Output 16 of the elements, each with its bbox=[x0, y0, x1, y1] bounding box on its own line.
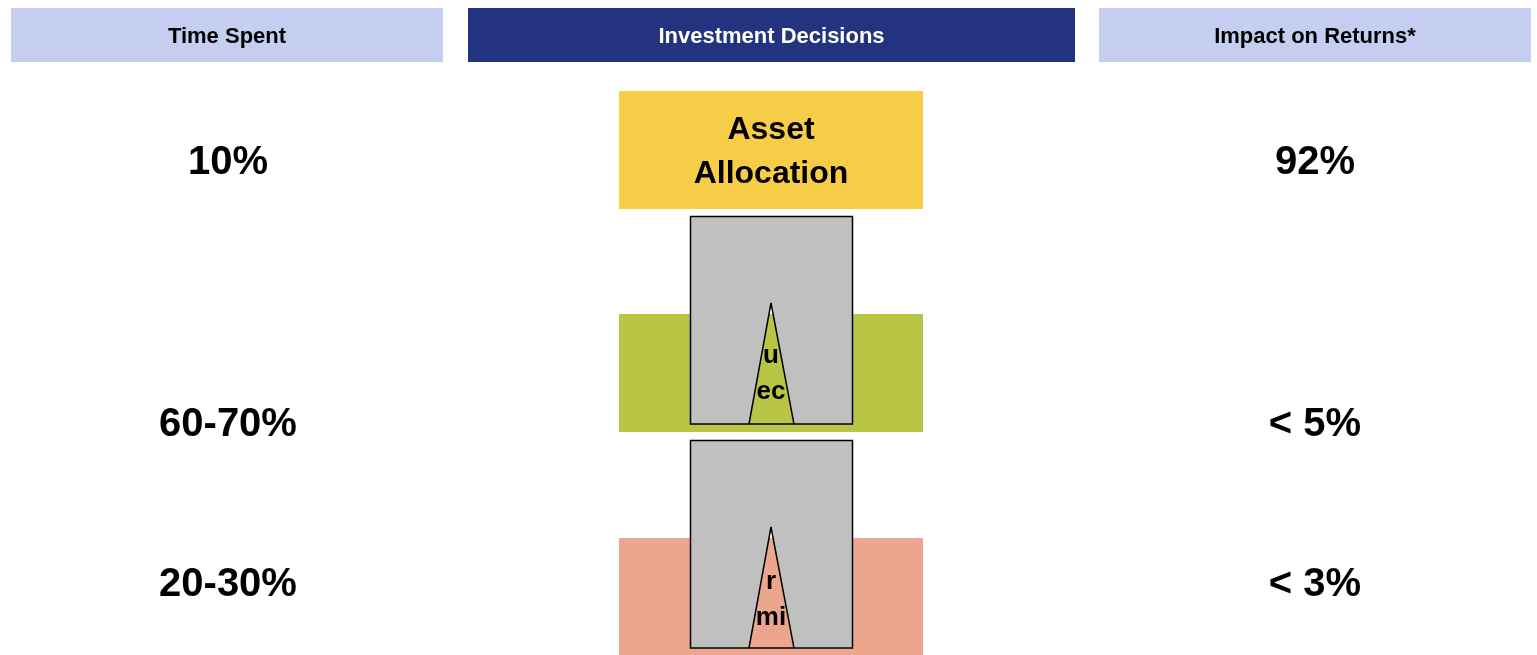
percentage-label: 60-70% bbox=[159, 399, 297, 446]
percentage-label: < 5% bbox=[1268, 399, 1362, 446]
percentage-label: 10% bbox=[187, 137, 269, 184]
header-bar bbox=[1099, 8, 1531, 62]
covered-label: r mi bbox=[754, 564, 788, 633]
percentage-label: < 3% bbox=[1268, 559, 1362, 606]
header-bar bbox=[468, 8, 1075, 62]
category-label: Asset Allocation bbox=[692, 109, 850, 192]
header-bar bbox=[11, 8, 443, 62]
percentage-label: 20-30% bbox=[159, 559, 297, 606]
percentage-label: 92% bbox=[1274, 137, 1356, 184]
category-label: Time Spent bbox=[167, 21, 287, 50]
category-band bbox=[619, 91, 923, 209]
category-label: Investment Decisions bbox=[658, 21, 885, 50]
category-label: Impact on Returns* bbox=[1214, 21, 1416, 50]
covered-label: u ec bbox=[755, 338, 787, 407]
